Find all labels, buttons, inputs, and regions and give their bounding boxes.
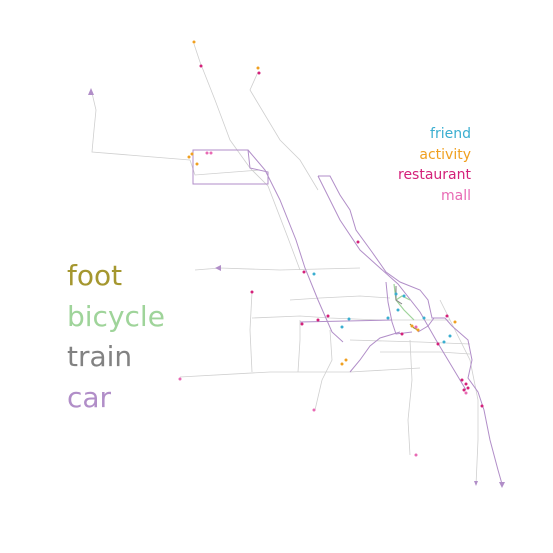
bicycle-routes (393, 283, 415, 321)
legend-foot: foot (67, 259, 123, 292)
activity-marker (256, 66, 260, 70)
legend-friend: friend (430, 126, 471, 142)
arrow-down-right (499, 482, 505, 488)
friend-marker (396, 308, 400, 312)
friend-marker (442, 340, 446, 344)
restaurant-marker (356, 240, 360, 244)
mall-marker (414, 453, 418, 457)
friend-marker (402, 294, 406, 298)
mall-marker (312, 408, 316, 412)
travel-mode-legend: foot bicycle train car (67, 256, 165, 418)
activity-marker (192, 40, 196, 44)
mall-marker (464, 391, 468, 395)
friend-marker (422, 316, 426, 320)
restaurant-marker (460, 378, 464, 382)
activity-marker (344, 358, 348, 362)
restaurant-marker (302, 270, 306, 274)
legend-train: train (67, 340, 133, 373)
friend-marker (394, 292, 398, 296)
restaurant-marker (464, 382, 468, 386)
mall-marker (178, 377, 182, 381)
place-type-legend: friend activity restaurant mall (398, 124, 471, 206)
restaurant-marker (257, 71, 261, 75)
activity-marker (453, 320, 457, 324)
restaurant-marker (436, 342, 440, 346)
legend-activity: activity (419, 146, 471, 163)
legend-mall: mall (441, 187, 471, 204)
restaurant-marker (462, 388, 466, 392)
activity-marker (195, 162, 199, 166)
restaurant-marker (480, 404, 484, 408)
activity-marker (340, 362, 344, 366)
restaurant-marker (250, 290, 254, 294)
activity-marker (416, 328, 420, 332)
restaurant-marker (316, 318, 320, 322)
arrow-up-left (88, 88, 94, 95)
activity-marker (410, 324, 414, 328)
train-routes (395, 286, 403, 305)
mall-marker (209, 151, 213, 155)
mall-marker (414, 325, 418, 329)
restaurant-marker (300, 322, 304, 326)
legend-restaurant: restaurant (398, 167, 471, 183)
legend-bicycle: bicycle (67, 299, 165, 333)
direction-arrows (88, 88, 505, 488)
car-routes (192, 149, 503, 485)
restaurant-marker (326, 314, 330, 318)
mall-marker (205, 151, 209, 155)
arrow-down (474, 481, 478, 486)
restaurant-marker (199, 64, 203, 68)
friend-marker (386, 316, 390, 320)
activity-marker (190, 152, 194, 156)
arrow-left (215, 265, 221, 271)
friend-marker (340, 325, 344, 329)
friend-marker (312, 272, 316, 276)
friend-marker (347, 317, 351, 321)
activity-marker (187, 155, 191, 159)
route-network (91, 43, 479, 486)
restaurant-marker (400, 332, 404, 336)
place-markers (178, 40, 484, 457)
restaurant-marker (466, 386, 470, 390)
friend-marker (448, 334, 452, 338)
restaurant-marker (445, 314, 449, 318)
legend-car: car (67, 380, 112, 414)
